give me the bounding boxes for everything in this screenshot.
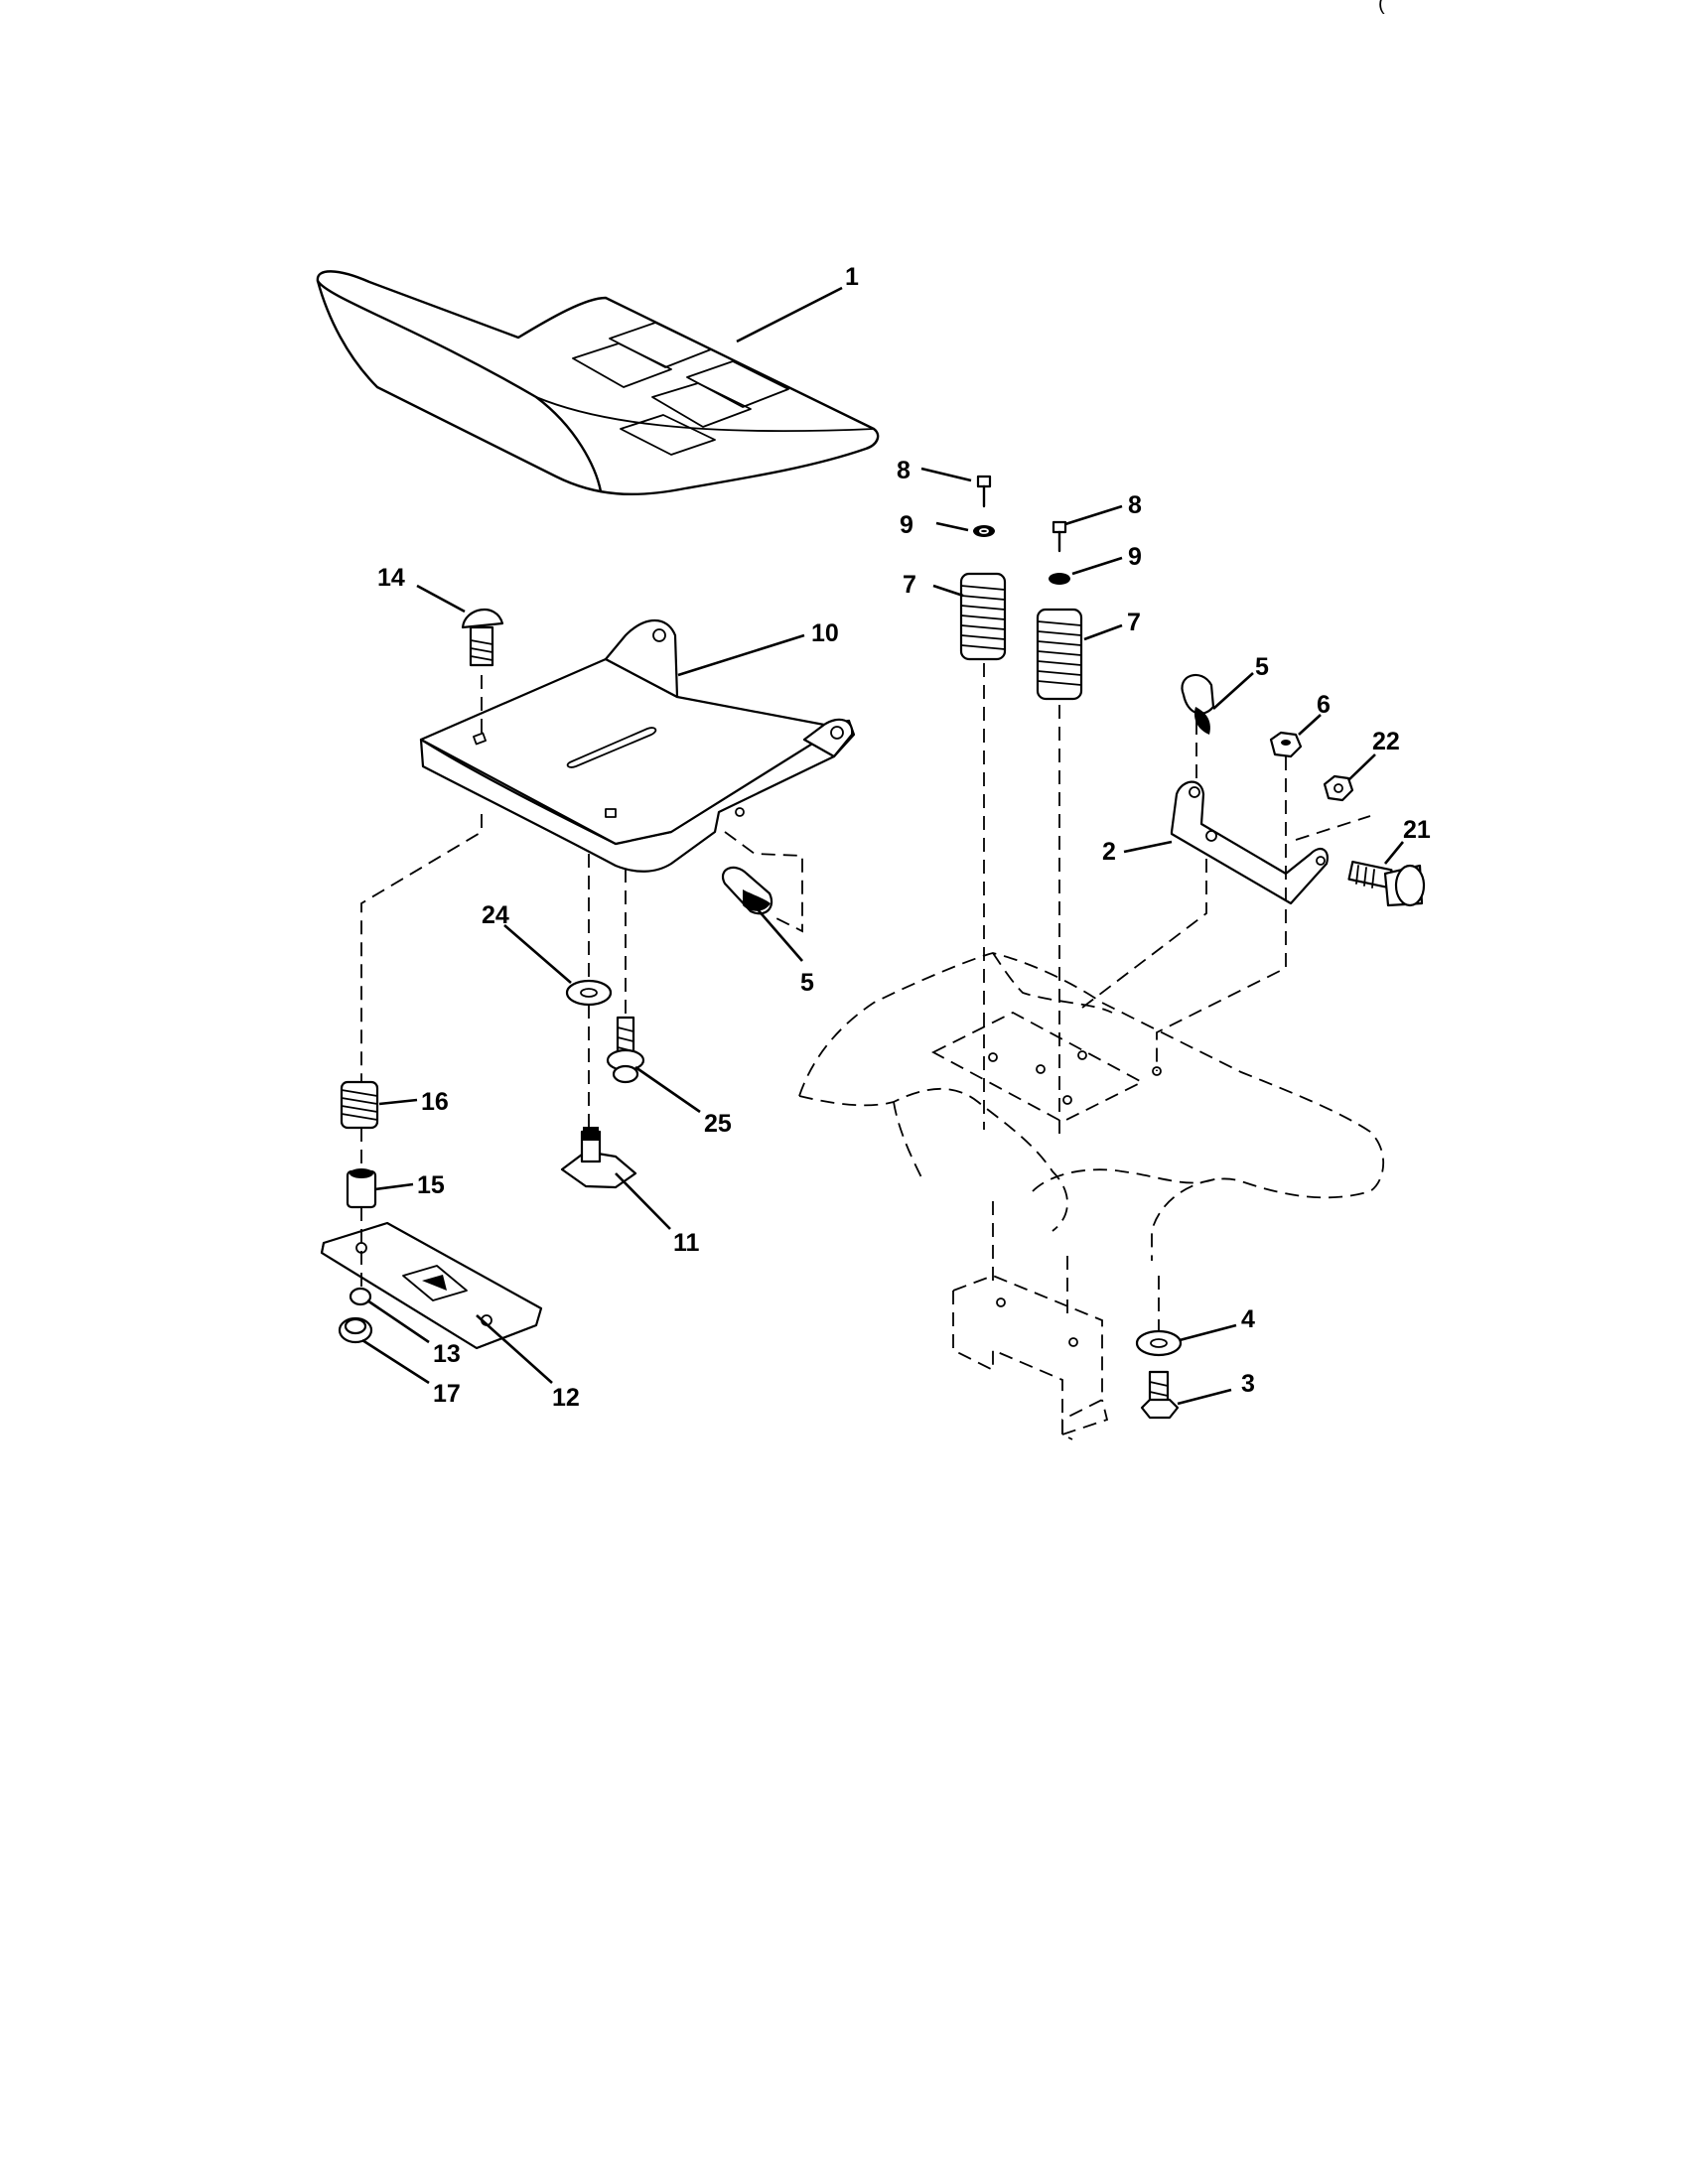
callout-25: 25 [704,1110,732,1138]
callout-17: 17 [433,1380,461,1408]
clip-part-5-right [1181,674,1215,735]
nut-part-13 [349,1287,372,1306]
callout-22: 22 [1372,728,1400,755]
callout-7-left: 7 [903,571,916,599]
bracket-part-2 [1170,780,1329,905]
spring-part-16 [340,1080,379,1130]
nut-part-6 [1269,731,1303,758]
leader-lines [361,286,1405,1406]
washer-part-24 [565,979,613,1007]
seat-part-1 [316,270,880,496]
spring-stack-right [1036,520,1083,701]
callout-7-right: 7 [1127,609,1141,636]
nut-part-22 [1323,774,1354,802]
corner-mark: ( [1378,0,1385,15]
callout-8-right: 8 [1128,491,1142,519]
callout-6: 6 [1317,691,1331,719]
flange-nut-part-17 [338,1316,373,1344]
callout-5-left: 5 [800,969,814,997]
callout-14: 14 [377,564,405,592]
callout-13: 13 [433,1340,461,1368]
bolt-part-3 [1140,1370,1180,1420]
clip-part-5-left [722,866,773,915]
callout-labels: 1 14 10 8 9 7 8 9 7 5 6 22 21 2 5 24 25 … [377,263,1431,1412]
callout-16: 16 [421,1088,449,1116]
callout-1: 1 [845,263,859,291]
callout-11: 11 [673,1229,700,1257]
callout-2: 2 [1102,838,1116,866]
callout-8-left: 8 [897,457,911,484]
shoulder-bolt-part-25 [606,1016,645,1084]
washer-part-4 [1135,1329,1183,1357]
spring-stack-left [959,475,1007,661]
bolt-part-21 [1347,860,1426,907]
bracket-plate-part-12 [320,1221,543,1350]
callout-12: 12 [552,1384,580,1412]
carriage-bolt-part-14 [461,608,504,667]
callout-9-right: 9 [1128,543,1142,571]
spacer-part-15 [346,1168,377,1209]
callout-10: 10 [811,619,839,647]
callout-15: 15 [417,1171,445,1199]
tractor-frame-reference [798,952,1385,1440]
callout-5-right: 5 [1255,653,1269,681]
callout-21: 21 [1403,816,1431,844]
callout-9-left: 9 [900,511,913,539]
knob-part-11 [560,1127,637,1189]
callout-24: 24 [482,901,509,929]
assembly-lines [360,663,1371,1330]
seat-pan-part-10 [419,619,856,873]
callout-3: 3 [1241,1370,1255,1398]
callout-4: 4 [1241,1305,1255,1333]
